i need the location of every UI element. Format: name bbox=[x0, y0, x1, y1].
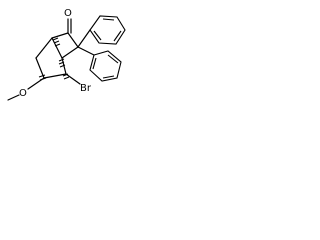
bond-c2-c3 bbox=[67, 32, 79, 48]
oxygen-carbonyl-label: O bbox=[64, 8, 72, 19]
bond-c3-phenyl-lower bbox=[77, 46, 95, 56]
stereo-hash-bonds bbox=[38, 37, 70, 81]
bromine-label: Br bbox=[80, 83, 92, 94]
oxygen-methoxy-label: O bbox=[19, 88, 27, 99]
bond-c7-br bbox=[65, 73, 81, 85]
phenyl-ring-upper bbox=[89, 15, 126, 45]
bond-c1-c2 bbox=[51, 32, 69, 39]
chemical-structure-diagram: O O Br bbox=[7, 8, 126, 101]
bond-c7-c4 bbox=[61, 57, 67, 75]
bond-c1-c5 bbox=[35, 37, 53, 59]
bond-c4-c1 bbox=[51, 37, 63, 59]
bond-c3-c4 bbox=[61, 46, 79, 59]
bond-o-ch3 bbox=[7, 94, 20, 101]
phenyl-ring-lower bbox=[89, 50, 122, 82]
bond-c6-c7 bbox=[43, 73, 67, 79]
bond-c5-c6 bbox=[35, 57, 45, 79]
bond-c3-phenyl-upper bbox=[77, 29, 91, 48]
